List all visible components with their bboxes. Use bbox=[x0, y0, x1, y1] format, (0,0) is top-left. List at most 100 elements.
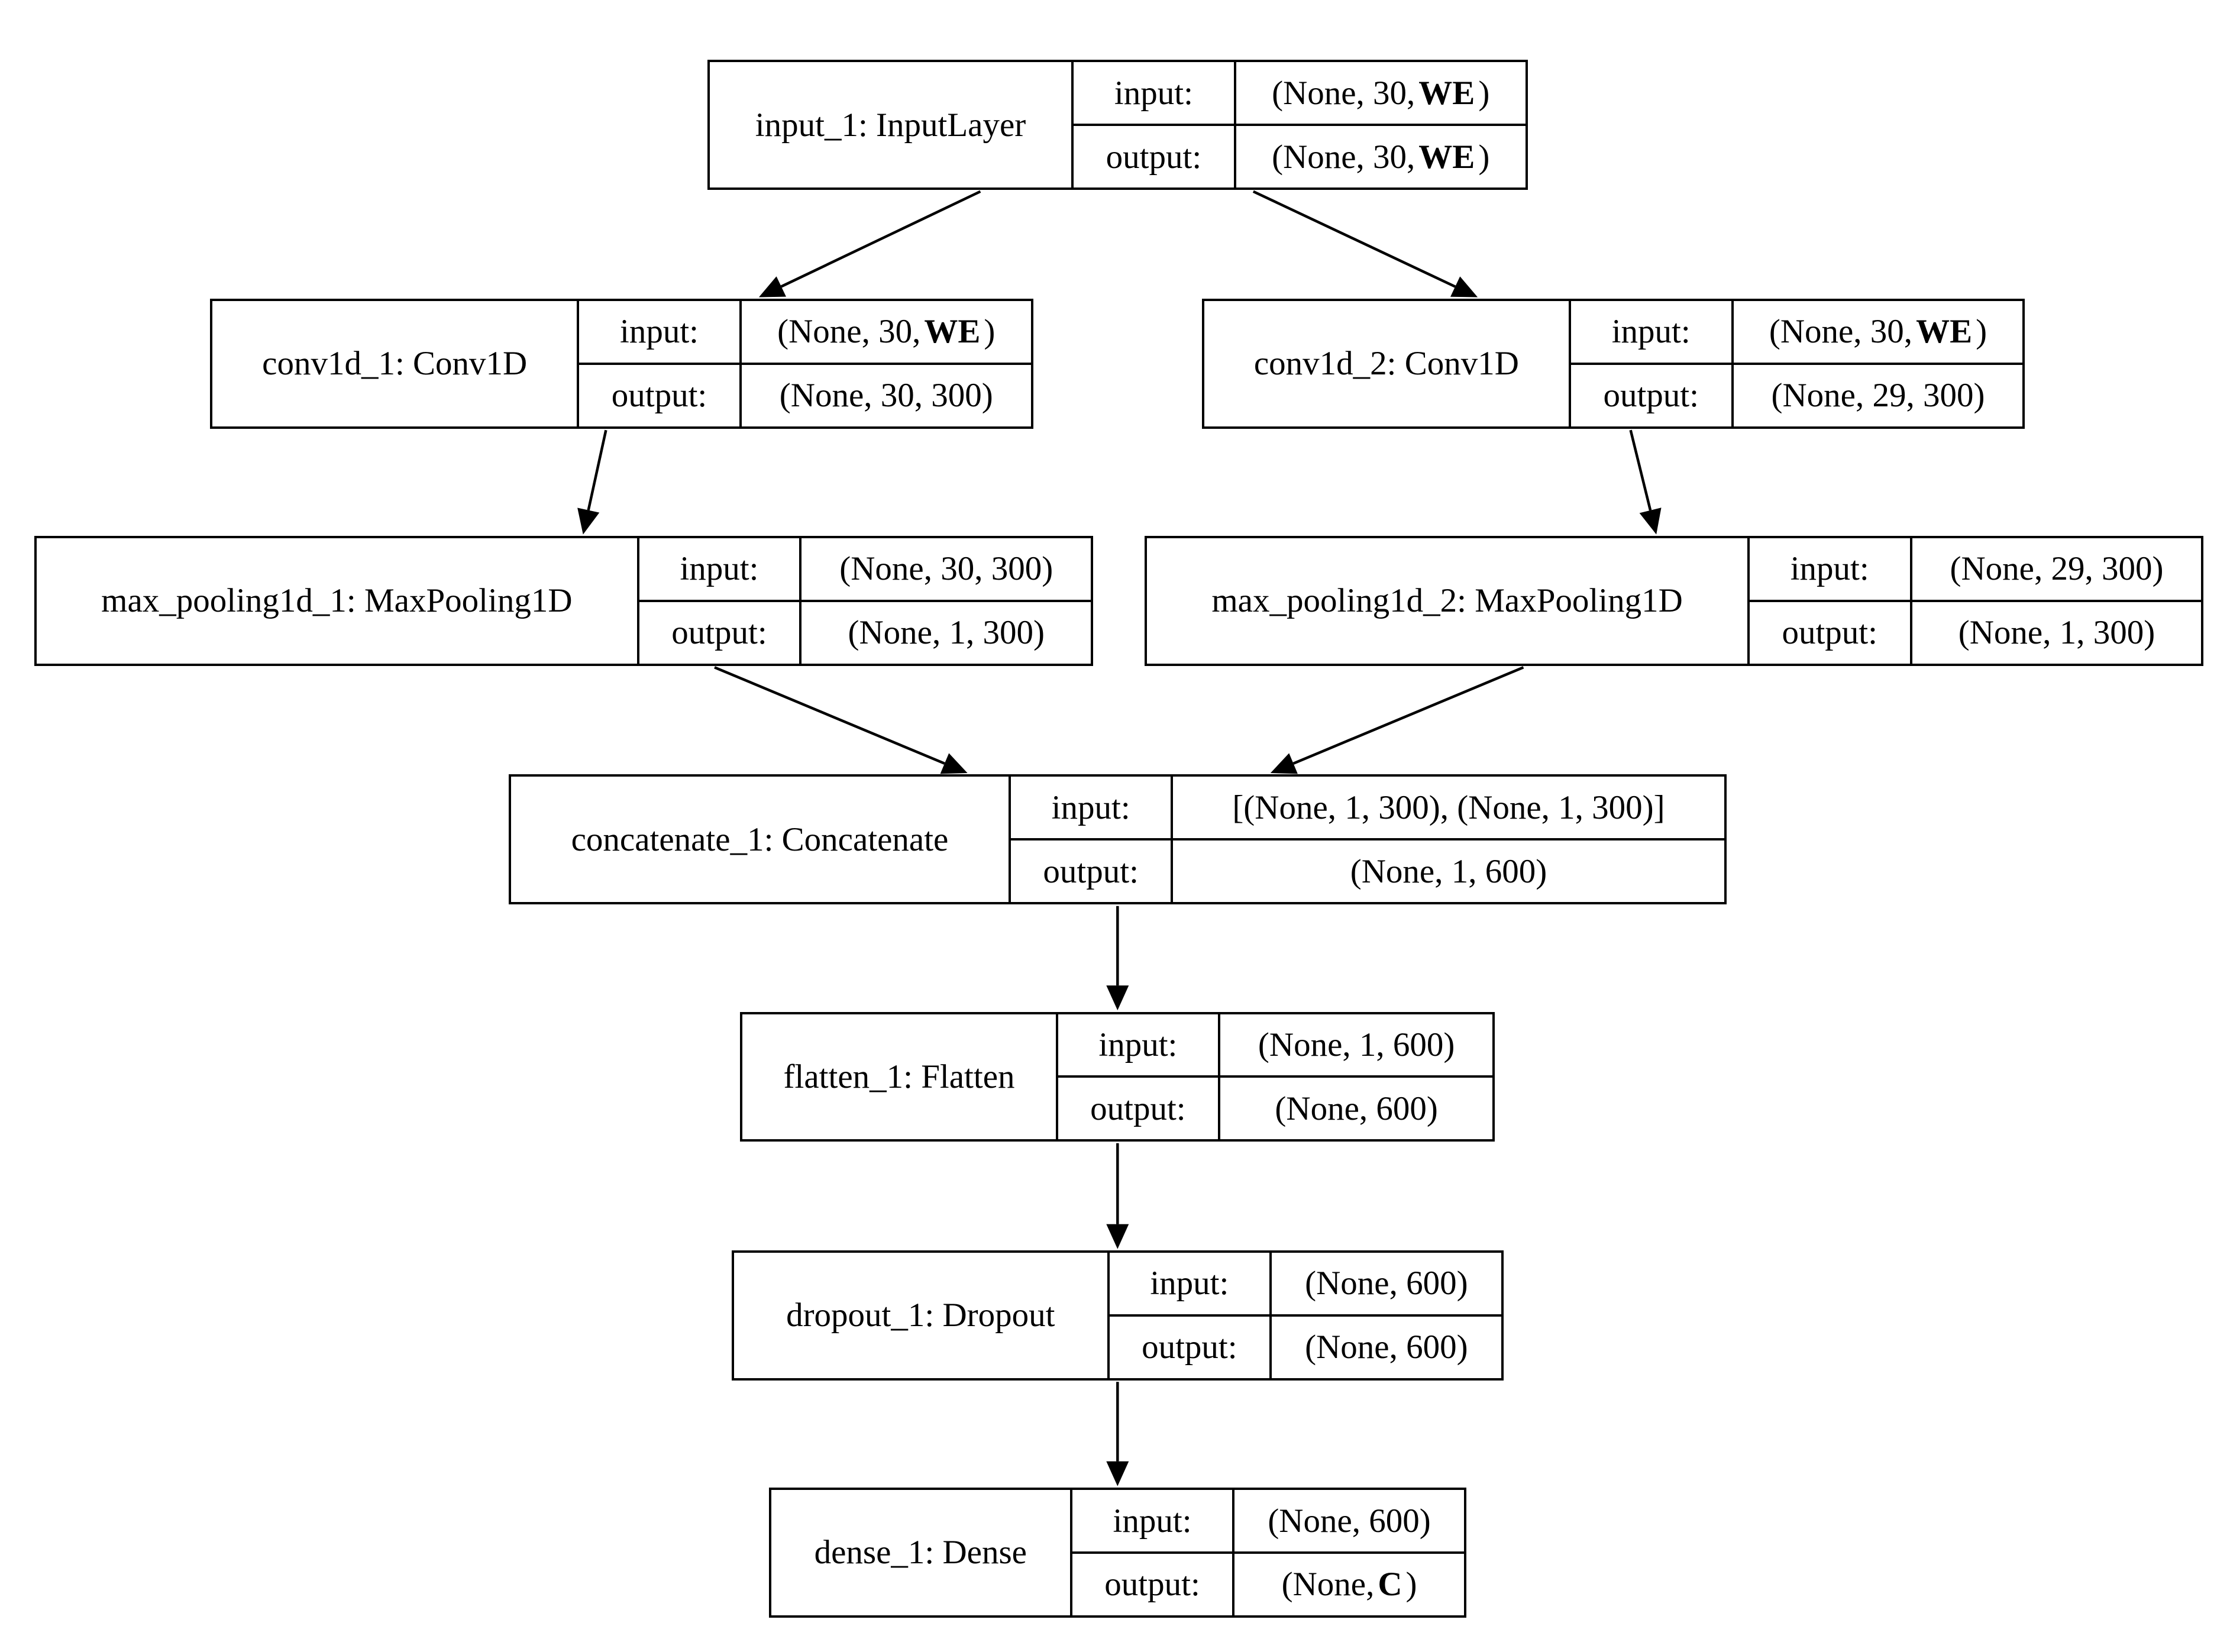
shape-column: (None, 600) (None,C) bbox=[1234, 1490, 1464, 1615]
edge-dropout_1-to-dense_1 bbox=[1106, 1382, 1129, 1486]
arrowhead bbox=[577, 507, 600, 535]
layer-name: input_1: InputLayer bbox=[710, 62, 1074, 188]
io-label-column: input:output: bbox=[579, 300, 742, 426]
shape-text: (None, 30, 300) bbox=[779, 377, 993, 415]
edge-conv1d_1-to-max_pooling1d_1 bbox=[577, 429, 607, 535]
shape-column: (None, 600) (None, 600) bbox=[1272, 1253, 1501, 1378]
input-shape: (None, 30, WE) bbox=[1236, 62, 1526, 124]
shape-text: (None, 30, bbox=[1769, 313, 1913, 351]
shape-symbol: WE bbox=[1916, 313, 1973, 351]
edge-line bbox=[1629, 429, 1652, 511]
output-shape: (None, 30, 300) bbox=[741, 362, 1031, 426]
edge-line bbox=[587, 429, 607, 511]
output-shape: (None, 600) bbox=[1272, 1314, 1501, 1378]
output-label: output: bbox=[1010, 838, 1171, 902]
arrowhead bbox=[1639, 507, 1662, 535]
output-shape: (None, 1, 300) bbox=[1912, 599, 2202, 664]
arrowhead bbox=[758, 276, 786, 298]
io-label-column: input: output: bbox=[1058, 1014, 1221, 1140]
output-label: output: bbox=[1058, 1075, 1219, 1139]
arrowhead bbox=[1270, 753, 1298, 774]
shape-text: ) bbox=[1478, 138, 1490, 176]
input-label: input: bbox=[680, 550, 759, 588]
io-label-column: input:output: bbox=[1570, 300, 1734, 426]
output-shape: (None, 1, 600) bbox=[1173, 838, 1724, 902]
shape-text: ) bbox=[984, 313, 996, 351]
edge-input_1-to-conv1d_2 bbox=[1252, 190, 1478, 298]
input-shape: (None, 30, 300) bbox=[801, 538, 1091, 600]
input-label: input: bbox=[1113, 1502, 1192, 1540]
io-label-column: input: output: bbox=[639, 538, 802, 664]
arrowhead bbox=[1106, 1224, 1129, 1249]
edge-conv1d_2-to-max_pooling1d_2 bbox=[1629, 429, 1662, 535]
output-shape: (None,C) bbox=[1234, 1551, 1464, 1615]
edge-line bbox=[1252, 190, 1456, 288]
shape-column: (None, 30, 300) (None, 1, 300) bbox=[801, 538, 1091, 664]
edge-max_pooling1d_1-to-concatenate_1 bbox=[714, 666, 968, 774]
shape-text: (None, 30, bbox=[1272, 138, 1415, 176]
arrowhead bbox=[1106, 985, 1129, 1011]
shape-text: [(None, 1, 300), (None, 1, 300)] bbox=[1232, 788, 1665, 826]
shape-text: (None, 600) bbox=[1275, 1090, 1438, 1127]
shape-column: (None, 29, 300) (None, 1, 300) bbox=[1912, 538, 2202, 664]
layer-node-max_pooling1d_2: max_pooling1d_2: MaxPooling1D input: outpu… bbox=[1145, 536, 2204, 666]
layer-name: flatten_1: Flatten bbox=[742, 1014, 1058, 1140]
layer-node-max_pooling1d_1: max_pooling1d_1: MaxPooling1D input: outpu… bbox=[34, 536, 1094, 666]
shape-text: (None, bbox=[1281, 1566, 1375, 1603]
edge-line bbox=[1292, 666, 1524, 765]
output-label: output: bbox=[1072, 1551, 1233, 1615]
shape-column: [(None, 1, 300), (None, 1, 300)] (None, 1… bbox=[1173, 777, 1724, 902]
layer-name: concatenate_1: Concatenate bbox=[511, 777, 1011, 903]
shape-text: (None, 600) bbox=[1305, 1328, 1468, 1366]
shape-text: (None, 30, 300) bbox=[839, 550, 1053, 588]
output-shape: (None, 600) bbox=[1220, 1075, 1493, 1139]
shape-text: (None, 1, 300) bbox=[848, 614, 1045, 652]
input-shape: (None, 600) bbox=[1234, 1490, 1463, 1551]
output-shape: (None, 30, WE) bbox=[1236, 124, 1526, 187]
output-label: output: bbox=[639, 599, 800, 664]
output-label: output: bbox=[1749, 599, 1910, 664]
shape-text: ) bbox=[1478, 74, 1490, 112]
shape-symbol: C bbox=[1378, 1566, 1402, 1603]
input-shape: (None, 1, 600) bbox=[1220, 1014, 1492, 1076]
layer-name: max_pooling1d_1: MaxPooling1D bbox=[37, 538, 639, 664]
io-label-column: input: output: bbox=[1749, 538, 1912, 664]
io-label-column: input:output: bbox=[1010, 777, 1174, 903]
edge-line bbox=[714, 666, 945, 765]
input-label: input: bbox=[1098, 1026, 1178, 1063]
arrowhead bbox=[940, 753, 968, 774]
shape-text: (None, 600) bbox=[1268, 1502, 1431, 1540]
shape-column: (None, 30, WE) (None, 30, 300) bbox=[741, 301, 1031, 426]
input-shape: [(None, 1, 300), (None, 1, 300)] bbox=[1173, 777, 1724, 838]
layer-name: conv1d_1: Conv1D bbox=[212, 300, 580, 426]
input-shape: (None, 30, WE) bbox=[742, 301, 1031, 363]
shape-text: (None, 1, 300) bbox=[1958, 614, 2155, 652]
shape-text: (None, 30, bbox=[1272, 74, 1415, 112]
edge-flatten_1-to-dropout_1 bbox=[1106, 1143, 1129, 1249]
shape-text: ) bbox=[1976, 313, 1987, 351]
io-label-column: input: output: bbox=[1109, 1253, 1272, 1378]
shape-column: (None, 1, 600) (None, 600) bbox=[1220, 1014, 1493, 1140]
shape-text: (None, 1, 600) bbox=[1350, 852, 1547, 890]
input-shape: (None, 29, 300) bbox=[1912, 538, 2202, 600]
edge-line bbox=[780, 190, 981, 288]
shape-text: (None, 29, 300) bbox=[1950, 550, 2164, 588]
edge-max_pooling1d_2-to-concatenate_1 bbox=[1270, 666, 1524, 774]
input-shape: (None, 600) bbox=[1272, 1253, 1501, 1314]
shape-column: (None, 30, WE)(None, 29, 300) bbox=[1733, 301, 2023, 426]
layer-name: max_pooling1d_2: MaxPooling1D bbox=[1147, 538, 1750, 664]
input-label: input: bbox=[1790, 550, 1869, 588]
layer-name: conv1d_2: Conv1D bbox=[1204, 300, 1571, 426]
output-label: output: bbox=[1109, 1314, 1270, 1378]
input-label: input: bbox=[1150, 1265, 1229, 1302]
shape-text: ) bbox=[1405, 1566, 1417, 1603]
layer-name: dropout_1: Dropout bbox=[734, 1253, 1110, 1378]
input-label: input: bbox=[1611, 313, 1691, 351]
input-label: input: bbox=[1114, 74, 1193, 112]
output-label: output: bbox=[579, 362, 739, 426]
edge-input_1-to-conv1d_1 bbox=[758, 190, 981, 298]
